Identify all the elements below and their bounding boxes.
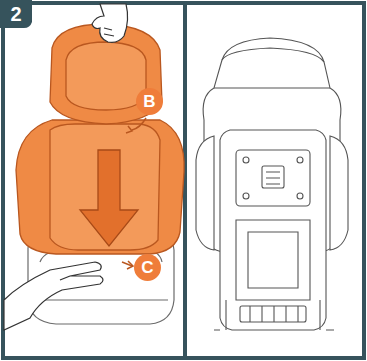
frame (3, 3, 364, 358)
callout-letter: C (134, 254, 161, 281)
step-number-text: 2 (10, 4, 21, 24)
seat-rear-view (196, 38, 348, 330)
motion-arrow (126, 126, 132, 133)
hand-upper (92, 4, 128, 42)
seat-back (16, 24, 184, 254)
motion-arrow (127, 261, 133, 269)
step-number: 2 (0, 0, 32, 28)
callout-letter-text: B (143, 93, 155, 110)
motion-arrow (132, 118, 146, 130)
circle-fill (134, 254, 161, 281)
direction-arrow (80, 150, 138, 246)
badge-fill (0, 0, 32, 28)
circle-fill (136, 88, 163, 115)
hand-lower (4, 262, 103, 330)
callout-letter: B (136, 88, 163, 115)
callout-letter-text: C (141, 259, 153, 276)
